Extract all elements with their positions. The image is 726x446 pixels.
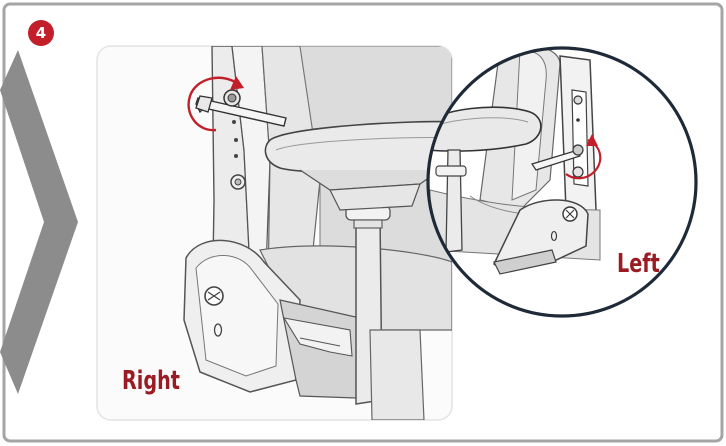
next-chevron-icon <box>0 50 78 394</box>
left-armrest-drawing <box>428 48 602 275</box>
right-armrest-drawing <box>183 46 452 420</box>
left-side-label: Left <box>617 249 660 279</box>
inset-ring <box>426 46 698 318</box>
step-number-badge: 4 <box>28 20 54 46</box>
right-side-label: Right <box>122 366 180 396</box>
rotate-arrow-icon <box>187 76 244 132</box>
hex-key-icon <box>195 89 287 127</box>
